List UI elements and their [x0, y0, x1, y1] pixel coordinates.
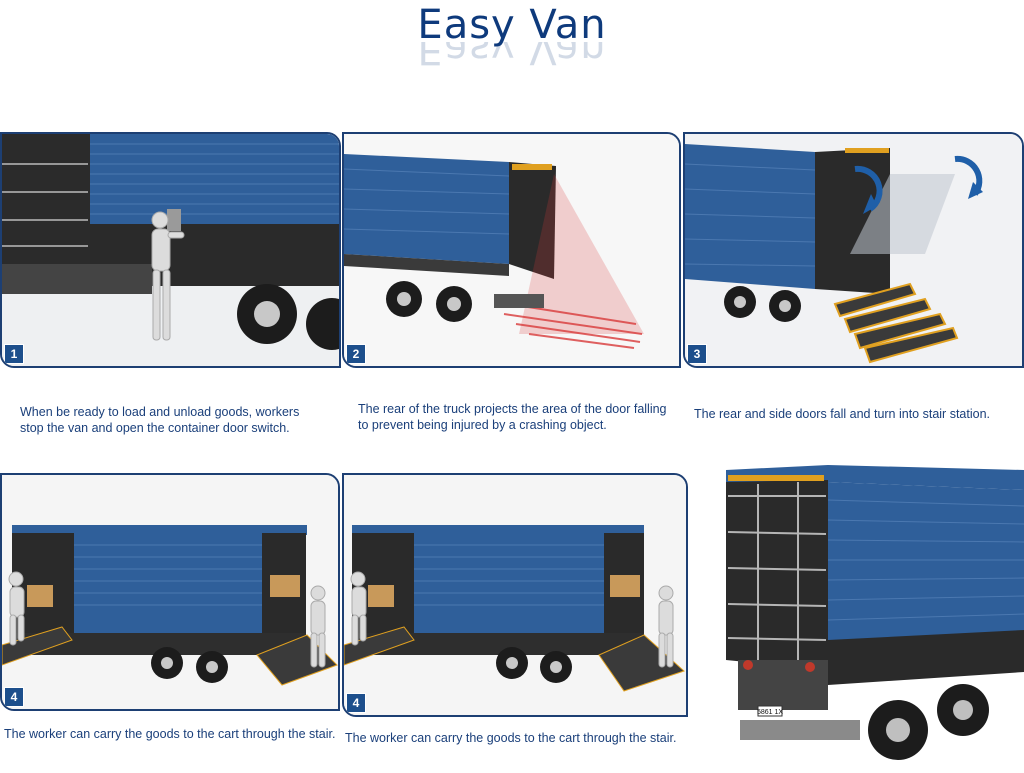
step-panel-4a: 4 — [0, 473, 340, 711]
illustration-worker-opening-switch — [2, 134, 339, 366]
step-caption-4b: The worker can carry the goods to the ca… — [345, 731, 677, 745]
step-caption-4a: The worker can carry the goods to the ca… — [4, 727, 336, 741]
step-caption-2: The rear of the truck projects the area … — [358, 402, 667, 432]
license-plate: 5861 1X — [757, 709, 783, 716]
illustration-doors-to-stairs — [685, 134, 1022, 366]
step-panel-2: 2 — [342, 132, 681, 368]
step-caption-3: The rear and side doors fall and turn in… — [694, 407, 990, 421]
step-number-badge: 2 — [346, 344, 366, 364]
illustration-workers-carrying-goods — [344, 475, 686, 715]
step-caption-1: When be ready to load and unload goods, … — [20, 405, 300, 435]
step-number-badge: 4 — [346, 693, 366, 713]
truck-rear-view-illustration: 5861 1X — [718, 460, 1024, 768]
step-panel-3: 3 — [683, 132, 1024, 368]
step-number-badge: 1 — [4, 344, 24, 364]
page-title: Easy Van — [417, 2, 607, 48]
step-number-badge: 4 — [4, 687, 24, 707]
page-title-reflection: Easy Van — [417, 42, 607, 72]
step-number-badge: 3 — [687, 344, 707, 364]
illustration-door-projection — [344, 134, 679, 366]
hero-truck-render: 5861 1X — [718, 460, 1024, 768]
step-panel-4b: 4 — [342, 473, 688, 717]
step-panel-1: 1 — [0, 132, 341, 368]
illustration-workers-carrying-goods — [2, 475, 338, 709]
